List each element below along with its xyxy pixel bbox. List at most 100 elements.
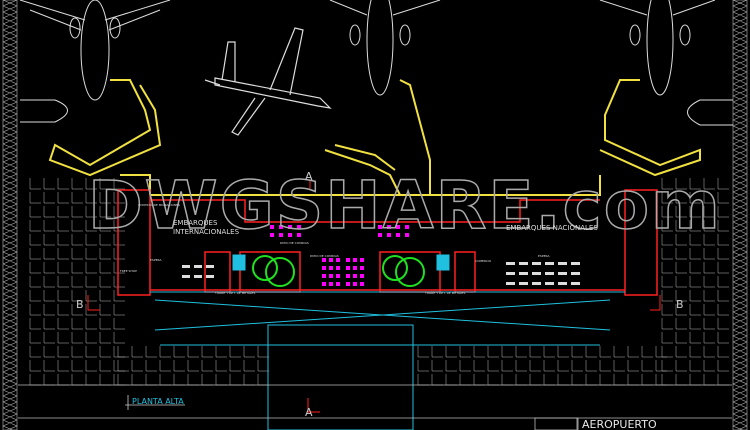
grid-cell [689, 206, 701, 218]
grid-cell [99, 304, 111, 316]
grid-cell [85, 290, 97, 302]
seat [353, 258, 357, 262]
grid-cell [29, 206, 41, 218]
airplane-icon [19, 0, 171, 101]
seat [288, 225, 292, 229]
section-lines [87, 180, 661, 413]
grid-cell [257, 360, 269, 372]
grid-cell [85, 192, 97, 204]
grid-cell [57, 178, 69, 190]
grid-cell [99, 318, 111, 330]
seat-bench [506, 262, 515, 265]
label-migration: CONTROL DE MIGRACIONES [138, 203, 180, 207]
grid-cell [85, 220, 97, 232]
grid-cell [703, 178, 715, 190]
seat [346, 258, 350, 262]
plan-title-marker [125, 395, 185, 410]
seat [346, 282, 350, 286]
grid-cell [43, 262, 55, 274]
grid-cell [689, 262, 701, 274]
grid-cell [71, 234, 83, 246]
right-border-hatch [732, 0, 748, 430]
seat-bench [545, 262, 554, 265]
grid-cell [243, 346, 255, 358]
grid-cell [703, 192, 715, 204]
grid-cell [257, 346, 269, 358]
grid-cell [113, 178, 125, 190]
grid-cell [57, 234, 69, 246]
grid-cell [71, 192, 83, 204]
grid-cell [173, 374, 185, 386]
seat-bench [532, 282, 541, 285]
seat-bench [558, 262, 567, 265]
grid-cell [543, 346, 555, 358]
grid-cell [29, 360, 41, 372]
grid-cell [675, 234, 687, 246]
grid-cell [703, 206, 715, 218]
grid-cell [145, 374, 157, 386]
grid-cell [43, 374, 55, 386]
grid-cell [71, 220, 83, 232]
grid-cell [57, 318, 69, 330]
grid-cell [689, 220, 701, 232]
grid-cell [29, 318, 41, 330]
grid-cell [113, 276, 125, 288]
seat [360, 274, 364, 278]
grid-cell [571, 360, 583, 372]
grid-cell [71, 248, 83, 260]
grid-cell [71, 346, 83, 358]
grid-cell [99, 276, 111, 288]
grid-cell [661, 248, 673, 260]
grid-cell [473, 360, 485, 372]
seat-bench [194, 275, 202, 278]
label-commerce: COMERCIO [475, 259, 492, 263]
grid-cell [717, 178, 729, 190]
grid-cell [57, 360, 69, 372]
grid-cell [703, 220, 715, 232]
grid-cell [57, 192, 69, 204]
grid-cell [703, 276, 715, 288]
grid-cell [43, 234, 55, 246]
jetways [48, 79, 701, 196]
grid-cell [215, 360, 227, 372]
label-food-court: PATIO DE COMIDAS [310, 254, 339, 258]
seat-bench [506, 272, 515, 275]
grid-cell [57, 262, 69, 274]
seat-bench [558, 282, 567, 285]
seat [322, 274, 326, 278]
grid-cell [99, 262, 111, 274]
grid-cell [71, 360, 83, 372]
grid-cell [717, 304, 729, 316]
grid-cell [99, 248, 111, 260]
grid-cell [43, 206, 55, 218]
grid-cell [29, 262, 41, 274]
grid-cell [571, 346, 583, 358]
seat [360, 258, 364, 262]
seat [322, 266, 326, 270]
grid-cell [57, 332, 69, 344]
grid-cell [675, 318, 687, 330]
zone-label-international: INTERNACIONALES [173, 228, 240, 236]
grid-cell [187, 346, 199, 358]
watermark: DWGSHARE.com [88, 167, 722, 244]
grid-cell [613, 360, 625, 372]
grid-cell [57, 220, 69, 232]
grid-cell [703, 346, 715, 358]
seat [279, 233, 283, 237]
grid-cell [675, 192, 687, 204]
grid-cell [57, 276, 69, 288]
seat [336, 274, 340, 278]
grid-cell [641, 360, 653, 372]
grid-cell [113, 234, 125, 246]
section-marker-b-right: B [676, 298, 684, 311]
grid-cell [689, 332, 701, 344]
grid-cell [43, 248, 55, 260]
grid-cell [717, 234, 729, 246]
grid-cell [717, 248, 729, 260]
grid-cell [599, 346, 611, 358]
grid-cell [613, 374, 625, 386]
grid-cell [99, 234, 111, 246]
grid-cell [229, 374, 241, 386]
grid-cell [703, 290, 715, 302]
grid-cell [99, 346, 111, 358]
